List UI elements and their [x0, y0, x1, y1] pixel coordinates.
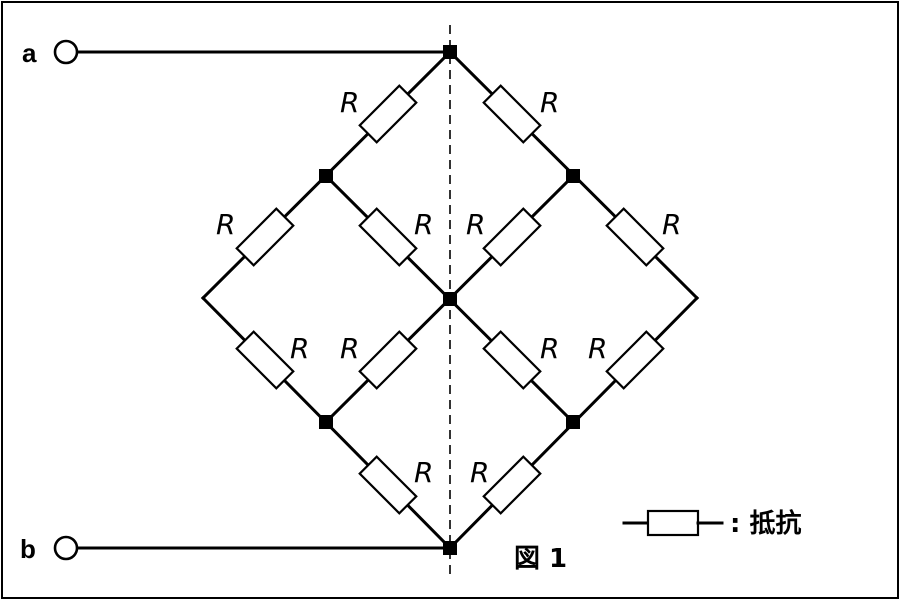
resistor-bottom-right [482, 455, 542, 515]
resistor-label-upper-right-inner: R [466, 208, 485, 241]
resistor-top-right [482, 84, 542, 144]
resistor-lower-right-outer [605, 330, 665, 390]
resistor-label-upper-left-inner: R [414, 208, 433, 241]
resistor-top-left [358, 84, 418, 144]
junction-nodes [319, 45, 580, 555]
resistors [235, 84, 665, 515]
resistor-upper-right-inner [482, 207, 542, 267]
resistor-lower-left-inner [358, 330, 418, 390]
terminal-a-label: a [22, 38, 37, 68]
resistor-label-upper-right-outer: R [662, 208, 681, 241]
resistor-bottom-left [358, 455, 418, 515]
resistor-upper-left-outer [235, 207, 295, 267]
resistor-label-lower-left-outer: R [290, 332, 309, 365]
resistor-upper-right-outer [605, 207, 665, 267]
node-bottom [443, 541, 457, 555]
resistor-label-upper-left-outer: R [216, 208, 235, 241]
node-lower-left [319, 415, 333, 429]
resistor-label-lower-left-inner: R [340, 332, 359, 365]
resistor-label-lower-right-outer: R [588, 332, 607, 365]
node-top [443, 45, 457, 59]
node-center [443, 292, 457, 306]
legend-label: : 抵抗 [730, 508, 801, 539]
terminal-a-circle [53, 39, 79, 65]
resistor-lower-right-inner [482, 330, 542, 390]
legend-resistor-symbol [646, 509, 700, 537]
terminal-b-circle [53, 535, 79, 561]
resistor-label-bottom-left: R [414, 456, 433, 489]
node-upper-left [319, 169, 333, 183]
resistor-labels: R R R R R R R R R R R R [216, 86, 681, 489]
resistor-label-top-left: R [340, 86, 359, 119]
resistor-upper-left-inner [358, 207, 418, 267]
figure-caption: 図 1 [514, 544, 567, 574]
terminal-b-label: b [20, 534, 36, 564]
node-lower-right [566, 415, 580, 429]
resistor-label-lower-right-inner: R [540, 332, 559, 365]
resistor-lower-left-outer [235, 330, 295, 390]
resistor-label-bottom-right: R [470, 456, 489, 489]
resistor-label-top-right: R [540, 86, 559, 119]
node-upper-right [566, 169, 580, 183]
legend: : 抵抗 [622, 508, 801, 539]
